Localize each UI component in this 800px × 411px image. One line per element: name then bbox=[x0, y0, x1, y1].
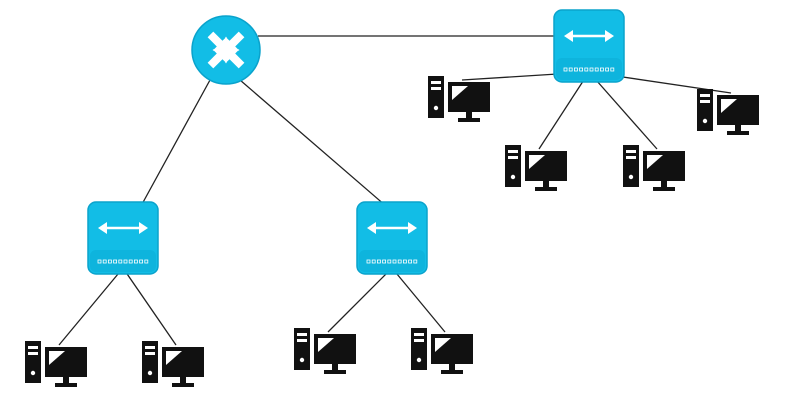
link-switch-middle-to-pc-8 bbox=[391, 267, 446, 333]
link-switch-left-to-pc-6 bbox=[122, 267, 177, 346]
computer-icon bbox=[428, 76, 490, 122]
link-switch-top-right-to-pc-3 bbox=[588, 71, 658, 150]
switch-icon bbox=[553, 9, 625, 83]
computer-icon bbox=[294, 328, 356, 374]
link-switch-top-right-to-pc-2 bbox=[538, 71, 590, 150]
computer-icon bbox=[25, 341, 87, 387]
link-router-1-to-switch-middle bbox=[239, 79, 387, 207]
computer-icon bbox=[697, 89, 759, 135]
computer-icon bbox=[411, 328, 473, 374]
computer-icon bbox=[142, 341, 204, 387]
computer-icon bbox=[623, 145, 685, 191]
computer-icon bbox=[505, 145, 567, 191]
nodes-layer bbox=[25, 9, 759, 387]
link-switch-middle-to-pc-7 bbox=[327, 267, 393, 333]
link-router-1-to-switch-left bbox=[140, 79, 211, 207]
link-switch-left-to-pc-5 bbox=[58, 267, 124, 346]
switch-icon bbox=[87, 201, 159, 275]
router-icon bbox=[191, 15, 261, 85]
switch-icon bbox=[356, 201, 428, 275]
links-layer bbox=[58, 35, 732, 346]
